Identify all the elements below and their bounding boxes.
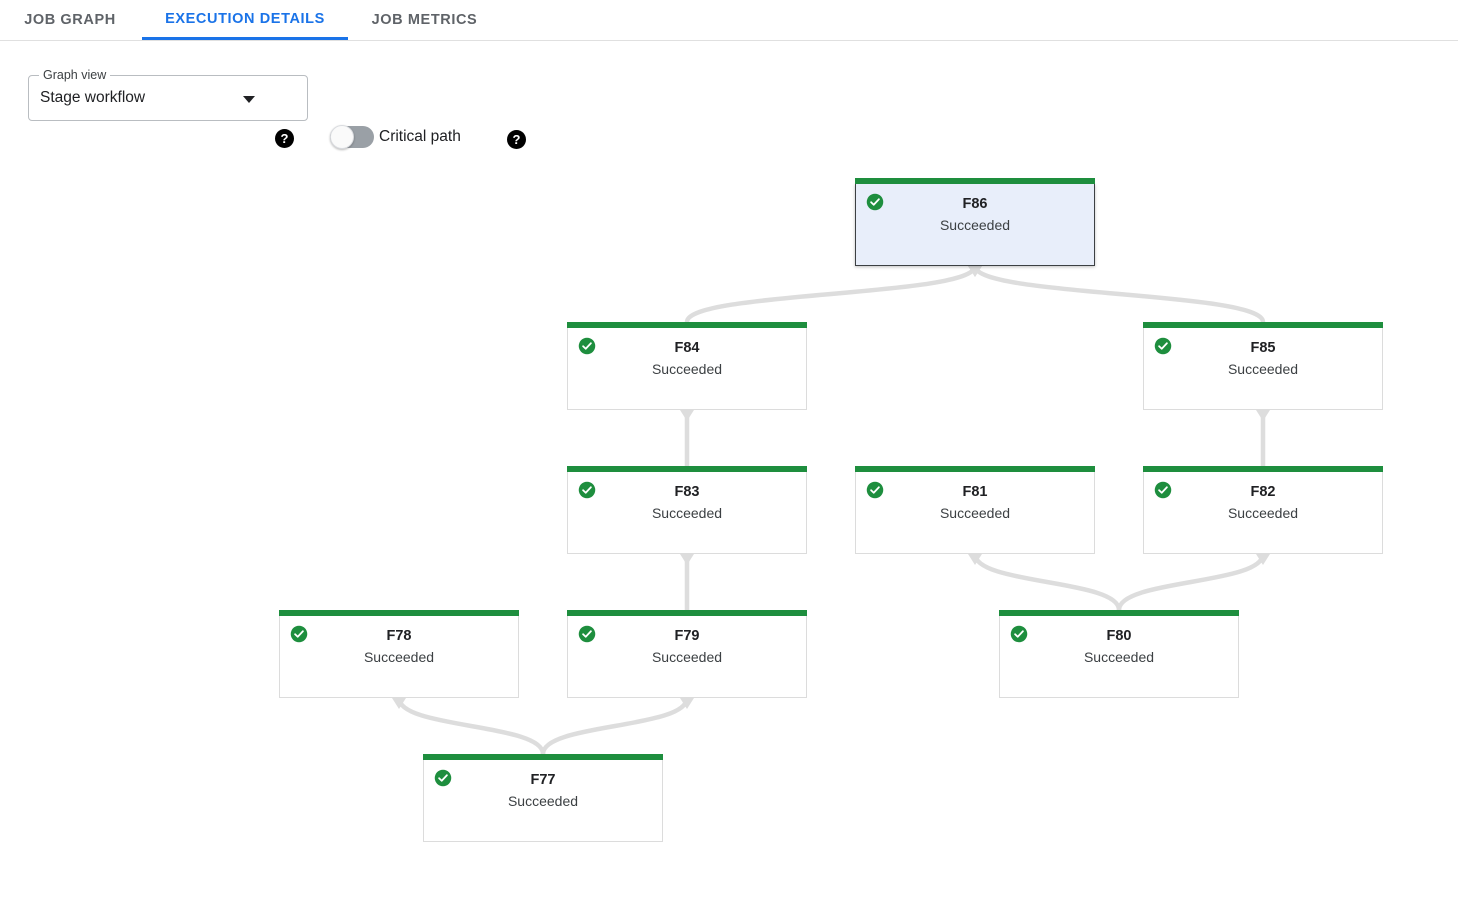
- tab-job-metrics-label: JOB METRICS: [371, 12, 478, 28]
- node-status-text: Succeeded: [1083, 649, 1155, 665]
- graph-edge: [540, 695, 690, 757]
- help-icon-graph-view[interactable]: ?: [275, 129, 294, 148]
- tab-bar: JOB GRAPH EXECUTION DETAILS JOB METRICS: [0, 0, 1458, 41]
- node-title: F78: [386, 628, 412, 644]
- node-title: F80: [1106, 628, 1132, 644]
- node-status-bar: [567, 610, 807, 616]
- success-check-icon: [1154, 337, 1172, 355]
- tab-execution-details[interactable]: EXECUTION DETAILS: [142, 0, 348, 40]
- graph-edge: [396, 695, 546, 757]
- tab-job-graph-label: JOB GRAPH: [24, 12, 116, 28]
- graph-view-value: Stage workflow: [40, 89, 146, 106]
- graph-view-label: Graph view: [39, 68, 111, 82]
- graph-edge-arrowhead: [968, 266, 982, 277]
- node-status-bar: [567, 466, 807, 472]
- critical-path-toggle[interactable]: [330, 125, 374, 149]
- node-title: F77: [530, 772, 556, 788]
- success-check-icon: [290, 625, 308, 643]
- node-status-text: Succeeded: [1227, 361, 1299, 377]
- help-icon-critical-path[interactable]: ?: [507, 130, 526, 149]
- toggle-knob[interactable]: [330, 125, 354, 149]
- node-title: F79: [674, 628, 700, 644]
- success-check-icon: [578, 625, 596, 643]
- controls-row: Graph view Stage workflow ? Critical pat…: [0, 41, 1458, 151]
- graph-edge-arrowhead: [1256, 554, 1270, 565]
- graph-edge: [1116, 551, 1266, 613]
- tab-execution-details-label: EXECUTION DETAILS: [165, 10, 325, 27]
- success-check-icon: [866, 193, 884, 211]
- node-status-text: Succeeded: [363, 649, 435, 665]
- node-status-text: Succeeded: [507, 793, 579, 809]
- graph-edge-arrowhead: [1256, 410, 1270, 421]
- node-status-text: Succeeded: [1227, 505, 1299, 521]
- node-title: F86: [962, 196, 988, 212]
- graph-edge-arrowhead: [968, 554, 982, 565]
- graph-edge-arrowhead: [680, 554, 694, 565]
- node-status-text: Succeeded: [651, 505, 723, 521]
- success-check-icon: [866, 481, 884, 499]
- node-status-bar: [423, 754, 663, 760]
- node-status-text: Succeeded: [651, 361, 723, 377]
- node-title: F83: [674, 484, 700, 500]
- node-status-bar: [999, 610, 1239, 616]
- graph-edge: [972, 263, 1266, 325]
- graph-edge-arrowhead: [392, 698, 406, 709]
- node-status-text: Succeeded: [651, 649, 723, 665]
- graph-edge-arrowhead: [968, 266, 982, 277]
- tab-job-metrics[interactable]: JOB METRICS: [358, 0, 491, 40]
- tab-job-graph[interactable]: JOB GRAPH: [8, 0, 132, 40]
- graph-edge: [972, 551, 1122, 613]
- graph-edge-arrowhead: [680, 698, 694, 709]
- node-status-bar: [855, 178, 1095, 184]
- node-status-bar: [1143, 322, 1383, 328]
- graph-edge: [684, 263, 978, 325]
- success-check-icon: [434, 769, 452, 787]
- node-title: F84: [674, 340, 700, 356]
- node-status-text: Succeeded: [939, 505, 1011, 521]
- node-title: F82: [1250, 484, 1276, 500]
- node-status-bar: [567, 322, 807, 328]
- success-check-icon: [578, 337, 596, 355]
- node-title: F81: [962, 484, 988, 500]
- graph-edge-arrowhead: [680, 410, 694, 421]
- chevron-down-icon[interactable]: [243, 96, 255, 103]
- node-title: F85: [1250, 340, 1276, 356]
- success-check-icon: [1010, 625, 1028, 643]
- node-status-bar: [1143, 466, 1383, 472]
- node-status-bar: [855, 466, 1095, 472]
- success-check-icon: [578, 481, 596, 499]
- success-check-icon: [1154, 481, 1172, 499]
- node-status-bar: [279, 610, 519, 616]
- node-status-text: Succeeded: [939, 217, 1011, 233]
- critical-path-label: Critical path: [379, 128, 461, 145]
- graph-view-select[interactable]: Graph view Stage workflow: [28, 68, 308, 121]
